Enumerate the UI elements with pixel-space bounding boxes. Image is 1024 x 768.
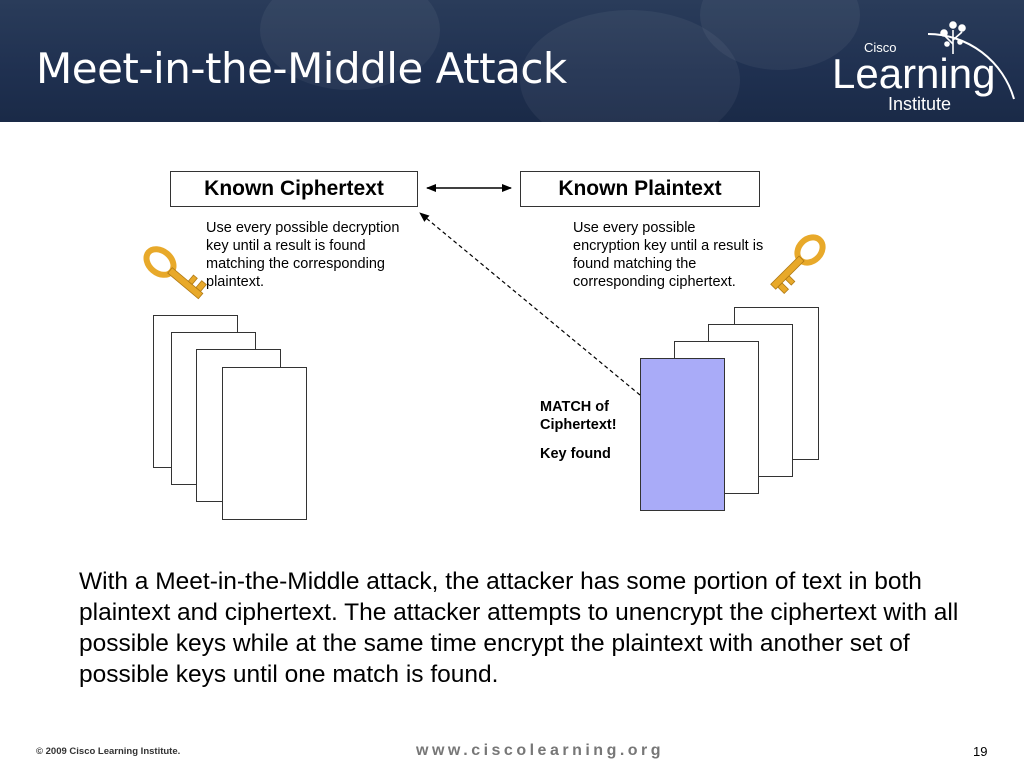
tree-icon [940, 21, 966, 54]
known-ciphertext-box: Known Ciphertext [170, 171, 418, 207]
copyright-text: © 2009 Cisco Learning Institute. [36, 746, 181, 757]
header-texture [520, 10, 740, 122]
page-number: 19 [973, 744, 988, 759]
slide-title: Meet-in-the-Middle Attack [36, 44, 567, 93]
right-key-icon [770, 234, 826, 295]
key-found-label: Key found [540, 446, 611, 462]
match-line-1: MATCH of [540, 399, 609, 415]
cisco-learning-logo: Cisco Learning Institute [832, 21, 1015, 114]
slide-header: Meet-in-the-Middle Attack Cisco Learning… [0, 0, 1024, 122]
logo-cisco-text: Cisco [864, 40, 897, 55]
left-key-icon [143, 246, 207, 300]
website-url: www.ciscolearning.org [416, 742, 665, 759]
left-description: Use every possible decryption key until … [206, 220, 400, 290]
right-description: Use every possible encryption key until … [573, 220, 764, 290]
explanation-paragraph: With a Meet-in-the-Middle attack, the at… [79, 568, 959, 688]
logo-learning-text: Learning [832, 50, 995, 97]
match-label: MATCH of Ciphertext! [540, 398, 617, 434]
matching-key-card [640, 358, 725, 511]
match-line-2: Ciphertext! [540, 417, 617, 433]
known-plaintext-box: Known Plaintext [520, 171, 760, 207]
logo-institute-text: Institute [888, 94, 951, 114]
key-card [222, 367, 307, 520]
dashed-match-arrow [419, 212, 641, 396]
